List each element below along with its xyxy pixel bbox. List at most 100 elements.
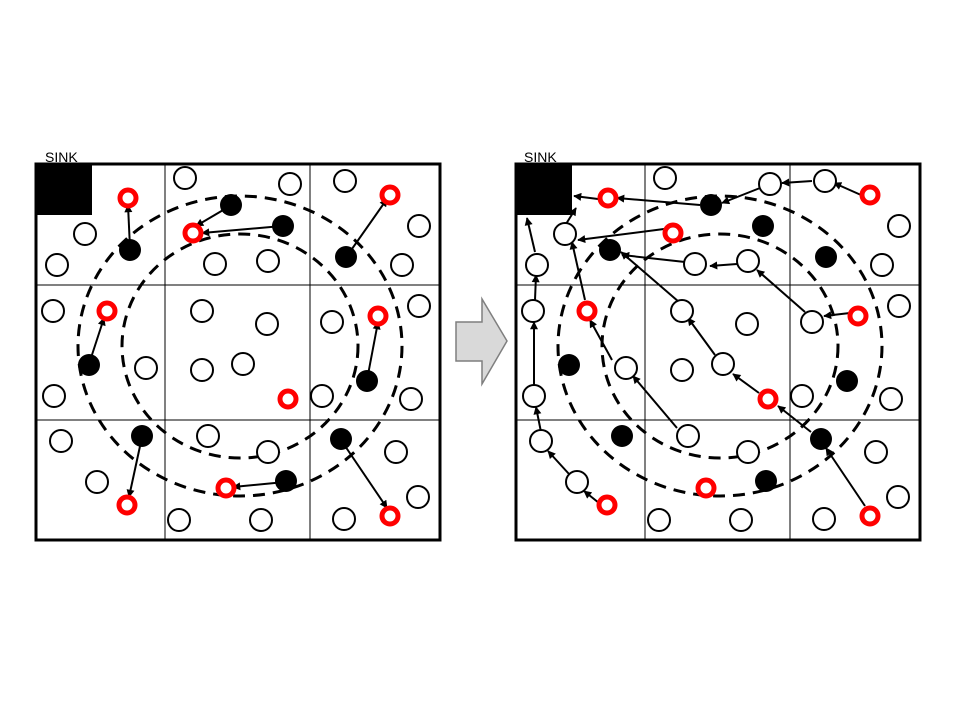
cluster-head <box>836 370 858 392</box>
member-node <box>859 184 881 206</box>
outer-ring <box>76 194 404 498</box>
sensor-node <box>407 214 431 238</box>
sensor-node <box>614 356 638 380</box>
member-nodes <box>576 184 881 527</box>
cluster-head <box>119 239 141 261</box>
sensor-node <box>41 299 65 323</box>
cluster-head <box>272 215 294 237</box>
member-node <box>379 184 401 206</box>
right-panel: SINK <box>514 149 922 542</box>
sensor-node <box>647 508 671 532</box>
sensor-node <box>45 253 69 277</box>
sensor-node <box>729 508 753 532</box>
sink-block <box>36 164 92 215</box>
sensor-node <box>800 310 824 334</box>
cluster-head <box>810 428 832 450</box>
outer-ring <box>556 194 884 498</box>
cluster-head <box>752 215 774 237</box>
sensor-node <box>320 310 344 334</box>
cluster-heads <box>558 194 858 492</box>
sensor-node <box>310 384 334 408</box>
sensor-node <box>255 312 279 336</box>
sensor-node <box>758 172 782 196</box>
member-node <box>116 494 138 516</box>
member-node <box>596 494 618 516</box>
member-node <box>215 477 237 499</box>
sensor-node <box>190 358 214 382</box>
sensor-node <box>278 172 302 196</box>
member-node <box>859 505 881 527</box>
sensor-node <box>333 169 357 193</box>
cluster-head <box>599 239 621 261</box>
cluster-head <box>330 428 352 450</box>
cluster-head <box>78 354 100 376</box>
cluster-head <box>356 370 378 392</box>
cluster-heads <box>78 194 378 492</box>
left-panel: SINK <box>34 149 442 542</box>
sensor-node <box>887 214 911 238</box>
sensor-node <box>85 470 109 494</box>
sensor-node <box>203 252 227 276</box>
inner-ring <box>600 232 840 460</box>
sink-label: SINK <box>45 149 78 165</box>
range-rings <box>76 194 404 498</box>
cluster-head <box>558 354 580 376</box>
sensor-node <box>670 358 694 382</box>
member-node <box>662 222 684 244</box>
sensor-node <box>256 249 280 273</box>
sensor-node <box>886 485 910 509</box>
member-node <box>695 477 717 499</box>
sensor-node <box>529 429 553 453</box>
cluster-head <box>700 194 722 216</box>
sensor-node <box>870 253 894 277</box>
cluster-head <box>755 470 777 492</box>
sensor-node <box>553 222 577 246</box>
sensor-node <box>173 166 197 190</box>
cluster-head <box>611 425 633 447</box>
inner-ring <box>120 232 360 460</box>
sensor-node <box>49 429 73 453</box>
sensor-node <box>384 440 408 464</box>
sink-block <box>516 164 572 215</box>
member-node <box>597 187 619 209</box>
sensor-node <box>249 508 273 532</box>
sensor-node <box>525 253 549 277</box>
sensor-nodes <box>521 166 911 532</box>
sensor-node <box>887 294 911 318</box>
sensor-node <box>231 352 255 376</box>
sensor-node <box>736 249 760 273</box>
sensor-node <box>653 166 677 190</box>
member-node <box>367 305 389 327</box>
cluster-head <box>815 246 837 268</box>
sensor-node <box>676 424 700 448</box>
right-arrows <box>524 178 866 507</box>
sensor-node <box>196 424 220 448</box>
member-node <box>117 187 139 209</box>
sensor-node <box>332 507 356 531</box>
sensor-node <box>813 169 837 193</box>
member-node <box>182 222 204 244</box>
sensor-node <box>407 294 431 318</box>
member-node <box>757 388 779 410</box>
sensor-node <box>736 440 760 464</box>
sensor-node <box>167 508 191 532</box>
sensor-node <box>812 507 836 531</box>
sensor-node <box>711 352 735 376</box>
sink-label: SINK <box>524 149 557 165</box>
member-node <box>576 300 598 322</box>
sensor-node <box>406 485 430 509</box>
sensor-nodes <box>41 166 431 532</box>
cluster-head <box>131 425 153 447</box>
cluster-head <box>220 194 242 216</box>
cluster-head <box>275 470 297 492</box>
sensor-node <box>790 384 814 408</box>
sensor-node <box>399 387 423 411</box>
sensor-node <box>256 440 280 464</box>
cluster-head <box>335 246 357 268</box>
sensor-node <box>864 440 888 464</box>
sensor-node <box>565 470 589 494</box>
sensor-node <box>390 253 414 277</box>
member-node <box>847 305 869 327</box>
sensor-node <box>735 312 759 336</box>
